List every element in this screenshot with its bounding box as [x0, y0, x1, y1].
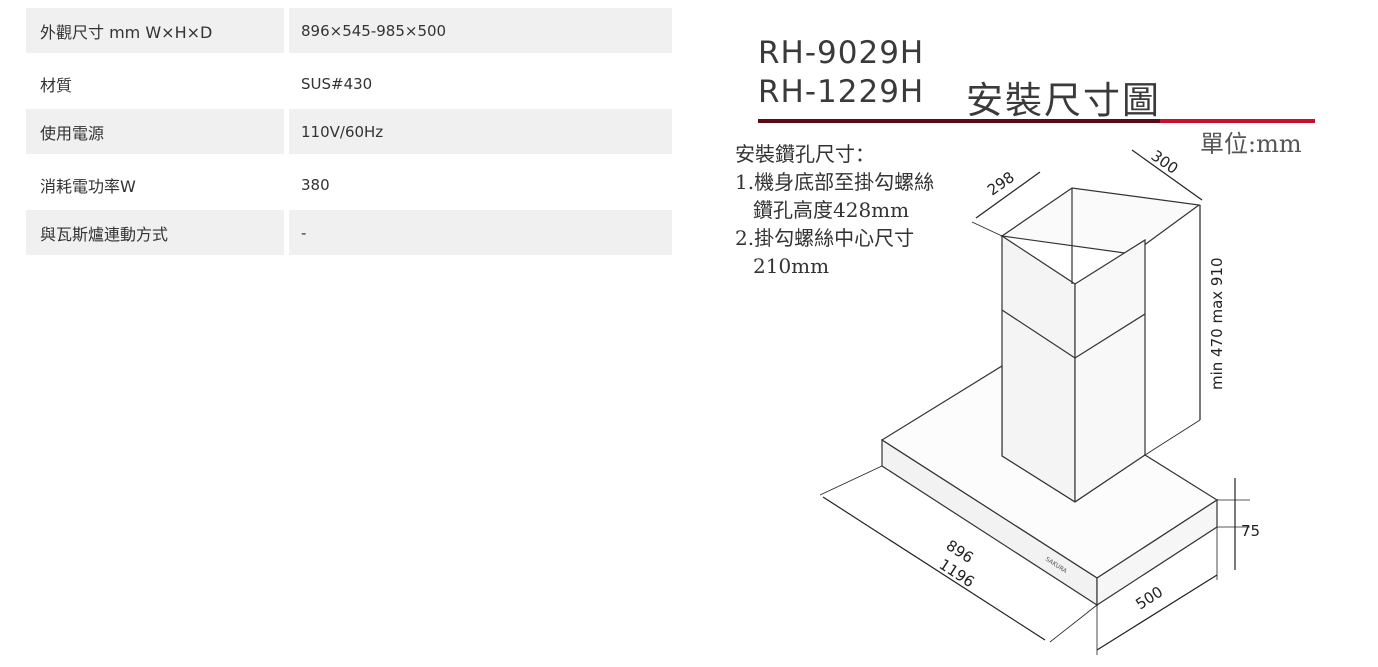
unit-label: 單位:mm [1200, 130, 1302, 158]
diagram-drawing: 298 300 min 470 max 910 896 1196 500 75 … [758, 119, 1315, 655]
spec-value: 896×545-985×500 [289, 8, 672, 53]
spec-value: SUS#430 [301, 75, 373, 93]
dim-depth: 500 [1132, 583, 1166, 614]
spec-label: 與瓦斯爐連動方式 [26, 210, 284, 255]
spec-table: 外觀尺寸 mm W×H×D 896×545-985×500 材質 SUS#430… [26, 8, 672, 255]
model-number-2: RH-1229H [758, 74, 925, 110]
dim-thickness: 75 [1241, 522, 1260, 540]
spec-label: 材質 [40, 76, 73, 95]
spec-value: - [289, 210, 672, 255]
spec-value: 110V/60Hz [289, 109, 672, 154]
notes-heading: 安裝鑽孔尺寸： [735, 142, 875, 166]
spec-label: 外觀尺寸 mm W×H×D [26, 8, 284, 53]
spec-label: 消耗電功率W [40, 177, 136, 196]
dim-width-b: 1196 [936, 555, 978, 591]
dimension-lines [819, 149, 1250, 655]
spec-value: 380 [301, 176, 330, 194]
notes-line-2b: 210mm [753, 254, 830, 278]
spec-row: 消耗電功率W 380 [26, 160, 672, 210]
dim-height: min 470 max 910 [1208, 257, 1226, 390]
notes-line-1: 1.機身底部至掛勾螺絲 [735, 170, 935, 194]
spec-row: 與瓦斯爐連動方式 - [26, 210, 672, 255]
model-number-1: RH-9029H [758, 35, 925, 71]
diagram-title: 安裝尺寸圖 [966, 79, 1161, 122]
dim-top-width: 298 [984, 168, 1018, 199]
spec-row: 外觀尺寸 mm W×H×D 896×545-985×500 [26, 8, 672, 53]
dim-top-depth: 300 [1148, 147, 1182, 178]
spec-row: 使用電源 110V/60Hz [26, 109, 672, 154]
notes-line-2: 2.掛勾螺絲中心尺寸 [735, 226, 915, 250]
spec-label: 使用電源 [26, 109, 284, 154]
installation-diagram: RH-9029H RH-1229H 安裝尺寸圖 [720, 0, 1378, 667]
installation-notes: 安裝鑽孔尺寸： 1.機身底部至掛勾螺絲 鑽孔高度428mm 2.掛勾螺絲中心尺寸… [735, 140, 934, 280]
spec-row: 材質 SUS#430 [26, 59, 672, 109]
notes-line-1b: 鑽孔高度428mm [753, 198, 910, 222]
hood-outline [880, 187, 1219, 607]
